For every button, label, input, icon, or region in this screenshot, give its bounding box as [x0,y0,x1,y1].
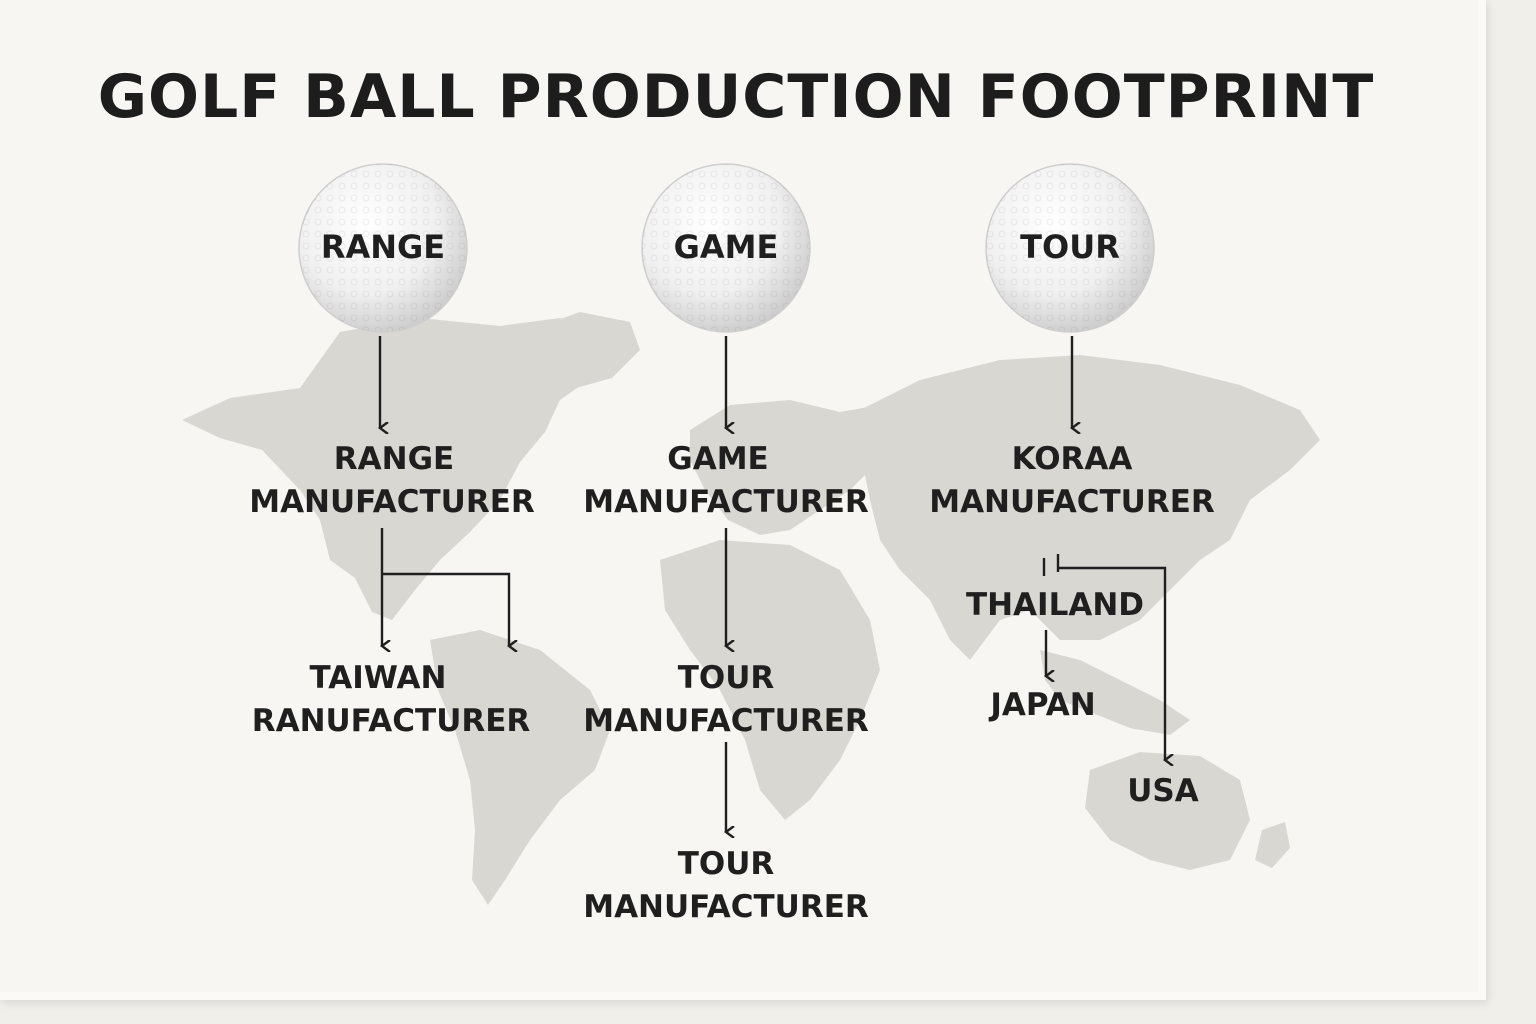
page-title: GOLF BALL PRODUCTION FOOTPRINT [97,62,1375,132]
asia-shape [860,355,1320,660]
ball-label-game: GAME [674,228,779,266]
world-map-background [182,312,1320,905]
node-range-manufacturer: RANGE MANUFACTURER [249,441,535,520]
ball-label-range: RANGE [321,228,445,266]
node-koraa-manufacturer-line-2: MANUFACTURER [929,484,1215,520]
africa-shape [660,540,880,820]
node-taiwan-ranufacturer: TAIWAN RANUFACTURER [252,660,531,739]
node-koraa-manufacturer: KORAA MANUFACTURER [929,441,1215,520]
node-tour-manufacturer-2-line-2: MANUFACTURER [583,889,869,925]
node-tour-manufacturer-2: TOUR MANUFACTURER [583,846,869,925]
node-thailand: THAILAND [966,587,1144,623]
node-tour-manufacturer-1-line-2: MANUFACTURER [583,703,869,739]
node-tour-manufacturer-2-line-1: TOUR [678,846,775,882]
node-game-manufacturer-line-2: MANUFACTURER [583,484,869,520]
node-japan: JAPAN [988,687,1095,723]
node-range-manufacturer-line-1: RANGE [334,441,454,477]
north-america-shape [182,318,610,620]
new-zealand-shape [1255,822,1290,868]
node-koraa-manufacturer-line-1: KORAA [1012,441,1133,477]
node-tour-manufacturer-1: TOUR MANUFACTURER [583,660,869,739]
node-taiwan-line-1: TAIWAN [309,660,446,696]
ball-game: GAME [641,163,811,333]
arrow-koraa-to-usa [1058,566,1165,760]
connectors [380,336,1165,832]
node-taiwan-line-2: RANUFACTURER [252,703,531,739]
node-game-manufacturer-line-1: GAME [667,441,768,477]
node-game-manufacturer: GAME MANUFACTURER [583,441,869,520]
ball-label-tour: TOUR [1020,228,1120,266]
ball-tour: TOUR [985,163,1155,333]
node-usa: USA [1127,773,1199,809]
arrow-range-mfr-branch [382,572,509,646]
south-america-shape [430,630,610,905]
australia-shape [1085,752,1250,870]
europe-shape [690,400,880,535]
southeast-asia-shape [1040,650,1190,735]
node-range-manufacturer-line-2: MANUFACTURER [249,484,535,520]
node-tour-manufacturer-1-line-1: TOUR [678,660,775,696]
ball-range: RANGE [298,163,468,333]
greenland-shape [530,312,640,388]
